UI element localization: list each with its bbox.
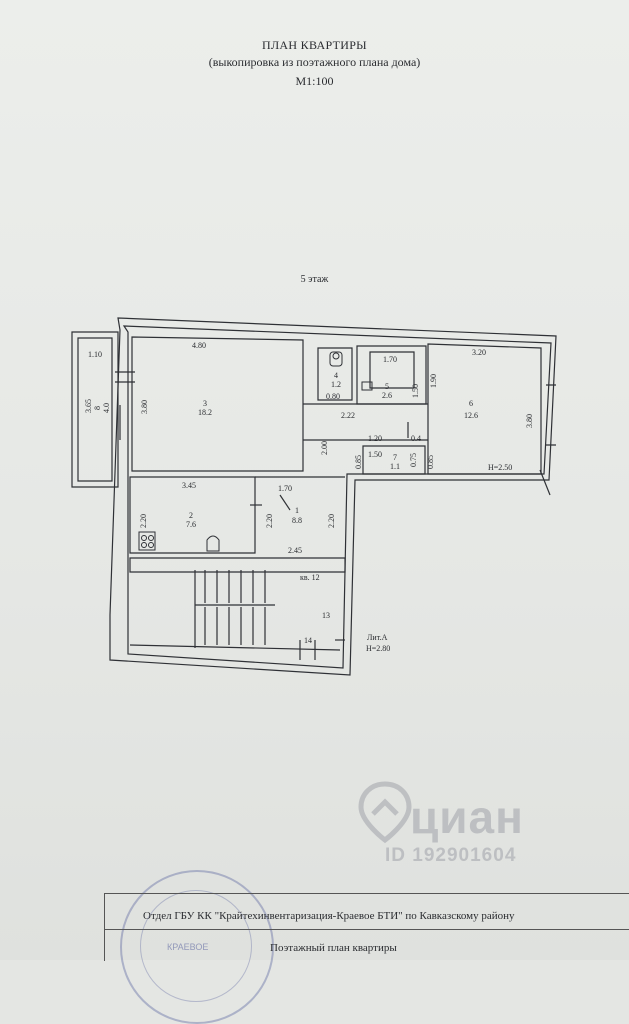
dim-room1-width: 2.45 xyxy=(288,546,302,555)
stair-label-14: 14 xyxy=(304,636,312,645)
room-7-number: 7 xyxy=(393,453,397,462)
room-4-number: 4 xyxy=(334,371,338,380)
staircase xyxy=(194,570,275,648)
stair-label-13: 13 xyxy=(322,611,330,620)
dim-hall-length: 2.20 xyxy=(265,514,274,528)
room-4-wall xyxy=(317,347,353,401)
plan-subtitle: (выкопировка из поэтажного плана дома) xyxy=(208,55,421,69)
dim-room6-length: 3.80 xyxy=(525,414,534,428)
room-5-area: 2.6 xyxy=(382,391,392,400)
dim-balcony-width: 1.10 xyxy=(88,350,102,359)
dim-room7-gap: 0.4 xyxy=(411,434,421,443)
dim-room5-length: 1.50 xyxy=(411,384,420,398)
toilet-bowl-icon xyxy=(332,352,340,360)
room-6-number: 6 xyxy=(469,399,473,408)
dim-room7-left: 0.85 xyxy=(354,455,363,469)
room-3-number: 3 xyxy=(203,399,207,408)
document-name: Поэтажный план квартиры xyxy=(270,942,397,954)
room-8-area: 4.0 xyxy=(102,403,111,413)
floor-plan-drawing: 1 8.8 2 7.6 3 18.2 4 1.2 5 2.6 6 12.6 7 … xyxy=(71,317,557,676)
watermark-brand: циан xyxy=(410,791,524,843)
stove-icon xyxy=(138,531,156,551)
room-3-wall xyxy=(131,336,304,472)
dim-room5-width: 1.70 xyxy=(383,355,397,364)
dim-room6-width: 3.20 xyxy=(472,348,486,357)
dim-room4-width: 0.80 xyxy=(326,392,340,401)
dim-hall-width: 1.70 xyxy=(278,484,292,493)
room-8-number: 8 xyxy=(93,406,102,410)
dim-room1-length: 2.20 xyxy=(327,514,336,528)
watermark-listing-id: ID 192901604 xyxy=(385,845,517,866)
dim-corridor-length: 2.00 xyxy=(320,441,329,455)
plan-title: ПЛАН КВАРТИРЫ xyxy=(262,38,367,52)
room-2-wall xyxy=(129,476,256,554)
building-ceiling-height: H=2.80 xyxy=(366,644,390,653)
title-block-row: Отдел ГБУ КК "Крайтехинвентаризация-Крае… xyxy=(105,894,629,930)
title-block: Отдел ГБУ КК "Крайтехинвентаризация-Крае… xyxy=(104,893,629,961)
apartment-number: кв. 12 xyxy=(300,573,320,582)
dim-room6-top: 1.90 xyxy=(429,374,438,388)
room-6-wall xyxy=(427,343,542,475)
sink-icon xyxy=(361,381,373,391)
dim-room7-right: 0.85 xyxy=(426,455,435,469)
dim-room7-top: 1.20 xyxy=(368,434,382,443)
outer-wall xyxy=(109,317,557,676)
room-3-area: 18.2 xyxy=(198,408,212,417)
dim-room2-length: 2.20 xyxy=(139,514,148,528)
room-6-area: 12.6 xyxy=(464,411,478,420)
dim-corridor-width: 2.22 xyxy=(341,411,355,420)
bti-stamp-text: КРАЕВОЕ xyxy=(167,942,209,952)
dim-room7-door: 0.75 xyxy=(409,453,418,467)
dim-room2-width: 3.45 xyxy=(182,481,196,490)
room-4-area: 1.2 xyxy=(331,380,341,389)
room-2-number: 2 xyxy=(189,511,193,520)
toilet-icon xyxy=(329,351,343,367)
dim-room3-width: 4.80 xyxy=(192,341,206,350)
cian-pin-icon xyxy=(358,781,412,844)
liter-label: Лит.А xyxy=(367,633,388,642)
room-5-number: 5 xyxy=(385,382,389,391)
room6-ceiling-height: H=2.50 xyxy=(488,463,512,472)
balcony xyxy=(71,331,119,488)
organization-name: Отдел ГБУ КК "Крайтехинвентаризация-Крае… xyxy=(143,910,515,922)
dim-room3-length: 3.80 xyxy=(140,400,149,414)
room-7-area: 1.1 xyxy=(390,462,400,471)
kitchen-sink-icon xyxy=(206,535,220,552)
room-1-number: 1 xyxy=(295,506,299,515)
room-7-wall xyxy=(362,445,426,475)
room-2-area: 7.6 xyxy=(186,520,196,529)
plan-scale: М1:100 xyxy=(295,74,334,88)
dim-balcony-length: 3.65 xyxy=(84,399,93,413)
dim-room7-width: 1.50 xyxy=(368,450,382,459)
floor-label: 5 этаж xyxy=(300,274,329,285)
room-1-area: 8.8 xyxy=(292,516,302,525)
